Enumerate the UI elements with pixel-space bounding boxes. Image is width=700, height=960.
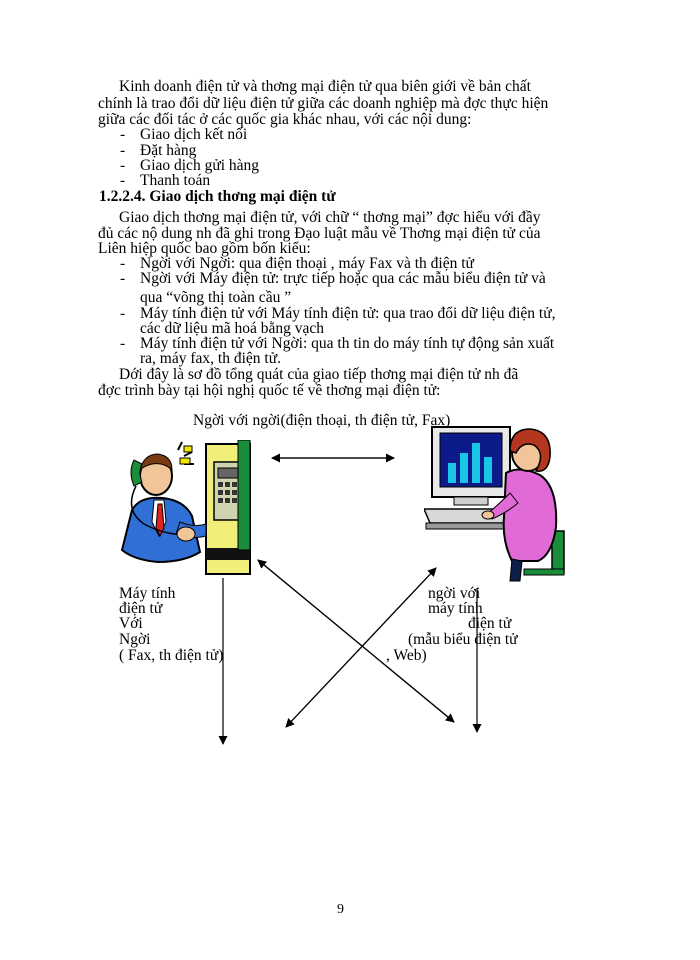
list-item: Giao dịch kết nối — [140, 126, 248, 143]
list-item-continued: qua “võng thị toàn cầu ” — [140, 289, 292, 306]
list-dash: - — [120, 157, 126, 174]
left-label-line: Với — [119, 615, 143, 632]
list-item: Máy tính điện tử với Máy tính điện tử: q… — [140, 305, 556, 322]
right-label-line: điện tử — [468, 615, 512, 632]
list-item-continued: các dữ liệu mã hoá bằng vạch — [140, 320, 324, 337]
list-dash: - — [120, 255, 126, 272]
man-telephone-clipart — [120, 440, 251, 575]
left-label-line: Máy tính — [119, 585, 176, 602]
right-label-line: (mẫu biểu điện tử — [408, 631, 518, 648]
list-item: Đặt hàng — [140, 142, 197, 159]
diagram-top-label: Ngời với ngời(điện thoại, th điện tử, Fa… — [193, 412, 451, 429]
para3-line-2: đợc trình bày tại hội nghị quốc tế về th… — [98, 382, 441, 399]
section-heading: 1.2.2.4. Giao dịch thơng mại điện tử — [99, 188, 336, 205]
page-number: 9 — [337, 902, 344, 917]
list-dash: - — [120, 126, 126, 143]
para2-line-1: Giao dịch thơng mại điện tử, với chữ “ t… — [119, 209, 541, 226]
list-item: Thanh toán — [140, 172, 211, 189]
para2-line-3: Liên hiệp quốc bao gồm bốn kiểu: — [98, 240, 311, 257]
right-label-line: máy tính — [428, 600, 483, 617]
para3-line-1: Dới đây là sơ đồ tổng quát của giao tiếp… — [119, 366, 519, 383]
diagonal-arrow-right-to-bottom-left — [285, 567, 437, 728]
list-dash: - — [120, 172, 126, 189]
diagonal-arrow-left-to-bottom-right — [257, 559, 455, 723]
left-label-line: ( Fax, th điện tử) — [119, 647, 224, 664]
list-dash: - — [120, 142, 126, 159]
intro-line-3: giữa các đối tác ở các quốc gia khác nha… — [98, 111, 472, 128]
list-dash: - — [120, 335, 126, 352]
left-label-line: Ngời — [119, 631, 151, 648]
list-item: Máy tính điện tử với Ngời: qua th tin do… — [140, 335, 555, 352]
list-item: Ngời với Ngời: qua điện thoại , máy Fax … — [140, 255, 474, 272]
list-dash: - — [120, 305, 126, 322]
list-item: Ngời với Máy điện tử: trực tiếp hoặc qua… — [140, 270, 546, 287]
right-label-line: ngời với — [428, 585, 481, 602]
woman-computer-clipart — [424, 426, 565, 582]
intro-line-1: Kinh doanh điện tử và thơng mại điện tử … — [119, 78, 531, 95]
para2-line-2: đủ các nộ dung nh đã ghi trong Đạo luật … — [98, 225, 541, 242]
list-item: Giao dịch gửi hàng — [140, 157, 260, 174]
right-label-line: , Web) — [386, 647, 427, 664]
left-label-line: điện tử — [119, 600, 163, 617]
list-item-continued: ra, máy fax, th điện tử. — [140, 350, 281, 367]
list-dash: - — [120, 270, 126, 287]
intro-line-2: chính là trao đổi dữ liệu điện tử giữa c… — [98, 95, 549, 112]
